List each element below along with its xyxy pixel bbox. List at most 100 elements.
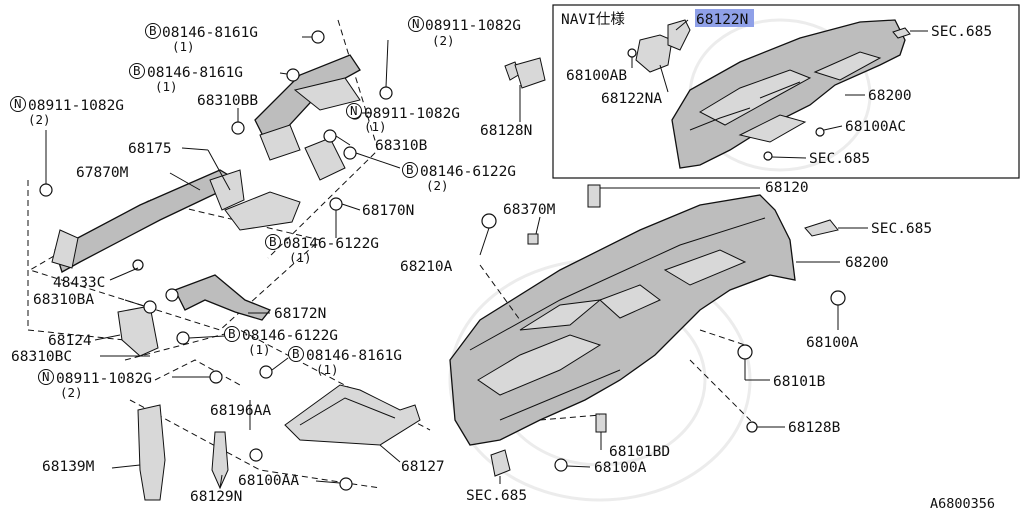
label-68200[interactable]: 68200 xyxy=(845,255,889,271)
svg-text:(1): (1) xyxy=(248,342,271,357)
nut-icon xyxy=(249,448,263,462)
nut-icon xyxy=(231,121,245,135)
svg-text:08146-6122G: 08146-6122G xyxy=(283,236,379,252)
inset-label-68122NA[interactable]: 68122NA xyxy=(601,91,662,107)
inset-label-sec685-top[interactable]: SEC.685 xyxy=(931,24,992,40)
figure-code: A6800356 xyxy=(930,496,995,510)
navi-inset: NAVI仕様 68122N SEC.685 68100AB 68122NA 68 xyxy=(552,4,1020,179)
svg-text:B: B xyxy=(149,23,157,38)
svg-text:(2): (2) xyxy=(432,33,455,48)
left-assembly xyxy=(27,19,546,501)
label-68210A[interactable]: 68210A xyxy=(400,259,453,275)
svg-text:B: B xyxy=(228,326,236,341)
inset-label-68100AB[interactable]: 68100AB xyxy=(566,68,627,84)
svg-text:N: N xyxy=(42,369,50,384)
label-68310B[interactable]: 68310B xyxy=(375,138,428,154)
inset-label-68200[interactable]: 68200 xyxy=(868,88,912,104)
bolt-icon xyxy=(343,146,357,160)
callout-b-08146-8161G-3[interactable]: B 08146-8161G (1) xyxy=(288,346,403,377)
label-68100A-bottom[interactable]: 68100A xyxy=(594,460,647,476)
steering-member-icon xyxy=(54,169,242,273)
bolt-icon xyxy=(311,30,325,44)
label-68310BB[interactable]: 68310BB xyxy=(197,93,258,109)
label-sec685-right[interactable]: SEC.685 xyxy=(871,221,932,237)
label-68100A-right[interactable]: 68100A xyxy=(806,335,859,351)
nut-icon xyxy=(143,300,157,314)
svg-text:08146-8161G: 08146-8161G xyxy=(147,65,243,81)
svg-text:08911-1082G: 08911-1082G xyxy=(425,18,521,34)
label-68370M[interactable]: 68370M xyxy=(503,202,556,218)
svg-text:B: B xyxy=(133,63,141,78)
label-68170N[interactable]: 68170N xyxy=(362,203,414,219)
inset-bracket-icon-2 xyxy=(667,19,691,51)
label-68139M[interactable]: 68139M xyxy=(42,459,95,475)
label-68128B[interactable]: 68128B xyxy=(788,420,841,436)
label-68196AA[interactable]: 68196AA xyxy=(210,403,271,419)
callout-n-08911-1082G-left[interactable]: N 08911-1082G (2) xyxy=(10,96,125,127)
label-sec685-bottom[interactable]: SEC.685 xyxy=(466,488,527,504)
svg-text:08911-1082G: 08911-1082G xyxy=(364,106,460,122)
svg-text:08146-8161G: 08146-8161G xyxy=(306,348,402,364)
callout-n-08911-1082G-top[interactable]: N 08911-1082G (2) xyxy=(408,16,522,48)
svg-text:N: N xyxy=(14,96,22,111)
bracket-68129N-icon xyxy=(211,431,229,490)
label-68120[interactable]: 68120 xyxy=(765,180,809,196)
callout-b-08146-6122G-a[interactable]: B 08146-6122G (2) xyxy=(402,162,517,193)
bracket-68128N-icon xyxy=(514,57,546,89)
label-68129N[interactable]: 68129N xyxy=(190,489,242,505)
part-68370M-icon xyxy=(527,233,539,245)
label-68101BD[interactable]: 68101BD xyxy=(609,444,670,460)
svg-text:B: B xyxy=(269,234,277,249)
svg-text:B: B xyxy=(292,346,300,361)
inset-frame xyxy=(552,4,1020,179)
callout-b-08146-6122G-c[interactable]: B 08146-6122G (1) xyxy=(224,326,339,357)
label-48433C[interactable]: 48433C xyxy=(53,275,105,291)
svg-text:(1): (1) xyxy=(172,39,195,54)
callout-n-08911-1082G-mid[interactable]: N 08911-1082G (1) xyxy=(346,103,461,134)
label-68127[interactable]: 68127 xyxy=(401,459,445,475)
svg-text:N: N xyxy=(350,103,358,118)
clip-68128B-icon xyxy=(746,421,758,433)
svg-text:(2): (2) xyxy=(426,178,449,193)
svg-text:(2): (2) xyxy=(60,385,83,400)
inset-screw-icon-2 xyxy=(815,127,825,137)
inset-clip-icon-2 xyxy=(892,27,911,39)
nut-68101B-icon xyxy=(737,344,753,360)
label-67870M[interactable]: 67870M xyxy=(76,165,129,181)
part-68120-icon xyxy=(587,184,601,208)
bolt-68100A-icon-2 xyxy=(554,458,568,472)
svg-text:(1): (1) xyxy=(289,250,312,265)
label-68310BA[interactable]: 68310BA xyxy=(33,292,94,308)
label-68101B[interactable]: 68101B xyxy=(773,374,826,390)
callout-b-08146-6122G-b[interactable]: B 08146-6122G (1) xyxy=(265,234,380,265)
instrument-panel-icon xyxy=(449,194,796,446)
inset-label-sec685-bottom[interactable]: SEC.685 xyxy=(809,151,870,167)
bracket-68172N-icon xyxy=(174,274,272,321)
inset-label-68122N[interactable]: 68122N xyxy=(696,12,748,28)
svg-text:(1): (1) xyxy=(364,119,387,134)
svg-text:(1): (1) xyxy=(316,362,339,377)
svg-text:N: N xyxy=(412,16,420,31)
sec685-bracket-icon xyxy=(804,219,839,237)
inset-dashboard-panel xyxy=(671,19,906,169)
label-68100AA[interactable]: 68100AA xyxy=(238,473,299,489)
inset-bracket-icon xyxy=(635,34,673,73)
callout-b-08146-8161G-1[interactable]: B 08146-8161G (1) xyxy=(145,23,259,54)
callout-n-08911-1082G-low[interactable]: N 08911-1082G (2) xyxy=(38,369,153,400)
clip-icon xyxy=(132,259,144,271)
label-68128N[interactable]: 68128N xyxy=(480,123,532,139)
label-68172N[interactable]: 68172N xyxy=(274,306,326,322)
tray-68127-icon xyxy=(284,384,421,446)
label-68124[interactable]: 68124 xyxy=(48,333,92,349)
svg-text:08146-6122G: 08146-6122G xyxy=(420,164,516,180)
clip-68210A-icon xyxy=(481,213,497,229)
inset-label-68100AC[interactable]: 68100AC xyxy=(845,119,906,135)
bolt-icon xyxy=(339,477,353,491)
label-68175[interactable]: 68175 xyxy=(128,141,172,157)
callout-b-08146-8161G-2[interactable]: B 08146-8161G (1) xyxy=(129,63,244,94)
label-68310BC[interactable]: 68310BC xyxy=(11,349,72,365)
nut-icon xyxy=(209,370,223,384)
inset-screw-icon xyxy=(627,48,637,58)
bolt-icon xyxy=(329,197,343,211)
